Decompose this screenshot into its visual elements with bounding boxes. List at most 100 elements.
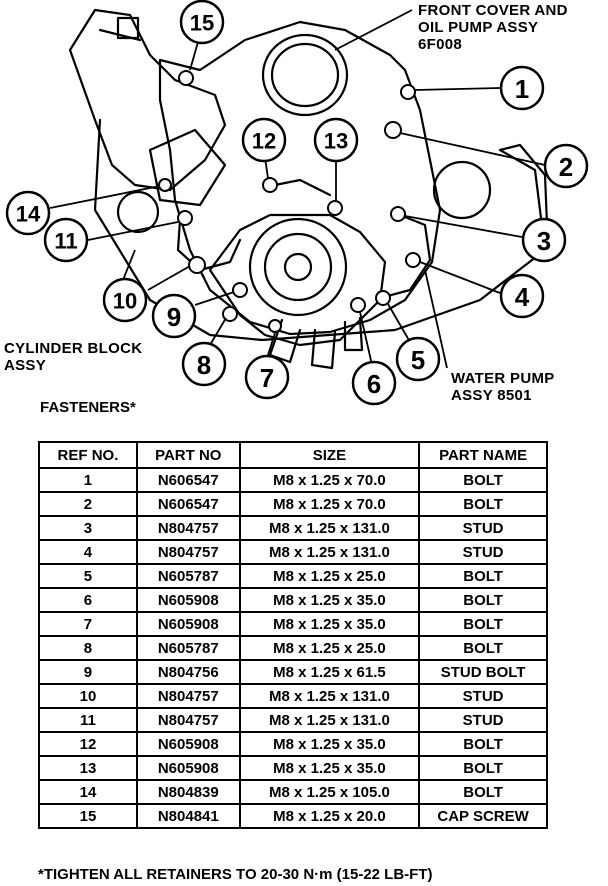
cell-part-name: BOLT: [418, 587, 548, 613]
cell-part-name: STUD: [418, 539, 548, 565]
cell-size: M8 x 1.25 x 131.0: [238, 683, 421, 709]
leader-4: [419, 261, 501, 294]
water-pump-label-line-1: WATER PUMP: [451, 370, 555, 387]
bolt-hole-14: [158, 178, 172, 192]
cylinder-block-label: CYLINDER BLOCK ASSY: [4, 340, 142, 374]
water-pump-center: [283, 252, 313, 282]
cell-part-name: BOLT: [418, 563, 548, 589]
front-cover-outline: [158, 20, 442, 336]
callout-circle-12: [241, 117, 287, 163]
callout-number-11: 11: [54, 229, 77, 254]
cell-size: M8 x 1.25 x 25.0: [238, 635, 421, 661]
cell-size: M8 x 1.25 x 131.0: [238, 539, 421, 565]
bolt-hole-7: [268, 319, 282, 333]
cell-part-no: N804756: [135, 659, 241, 685]
bolt-hole-8: [222, 306, 238, 322]
right-block-bore: [432, 160, 492, 220]
callout-number-8: 8: [197, 350, 211, 380]
callout-number-5: 5: [411, 345, 425, 375]
cell-part-name: STUD: [418, 707, 548, 733]
left-block-bore: [116, 190, 160, 234]
leader-14: [49, 185, 161, 209]
leader-2: [399, 132, 546, 166]
bolt-hole-11: [177, 210, 193, 226]
callout-number-7: 7: [260, 363, 274, 393]
bolt-hole-9: [232, 282, 248, 298]
bolt-hole-10: [188, 256, 206, 274]
cell-part-name: STUD: [418, 683, 548, 709]
front-cover-label-line-2: OIL PUMP ASSY: [418, 19, 539, 36]
header-ref-no: REF NO.: [38, 441, 138, 469]
bolt-hole-4: [405, 252, 421, 268]
header-part-no: PART NO: [135, 441, 241, 469]
cylinder-block-outline: [93, 118, 547, 342]
leader-front-cover: [334, 9, 413, 51]
coolant-passage-left: [176, 218, 242, 272]
cover-rib: [273, 178, 332, 197]
leader-11: [87, 221, 179, 241]
fasteners-title: FASTENERS*: [40, 399, 136, 416]
callout-number-10: 10: [113, 289, 137, 314]
cell-ref-no: 10: [38, 683, 138, 709]
cell-part-name: BOLT: [418, 467, 548, 493]
cell-part-name: BOLT: [418, 731, 548, 757]
water-pump-pulley-hub: [248, 217, 348, 317]
cell-part-name: BOLT: [418, 491, 548, 517]
cell-ref-no: 11: [38, 707, 138, 733]
cell-part-name: BOLT: [418, 755, 548, 781]
cell-part-no: N606547: [135, 491, 241, 517]
cell-ref-no: 7: [38, 611, 138, 637]
callout-circle-6: [351, 360, 397, 406]
engine-front-cover-diagram: 1 2 3 4 5 6 7 8 9 10 11 12 13 14 15: [5, 0, 589, 406]
cell-ref-no: 3: [38, 515, 138, 541]
cell-ref-no: 2: [38, 491, 138, 517]
callout-circle-15: [179, 0, 225, 45]
callout-number-13: 13: [324, 129, 348, 154]
cell-ref-no: 9: [38, 659, 138, 685]
table-header-row: REF NO. PART NO SIZE PART NAME: [38, 441, 548, 469]
callout-circle-3: [521, 217, 567, 263]
cell-size: M8 x 1.25 x 105.0: [238, 779, 421, 805]
coolant-passage-right: [378, 213, 432, 300]
cell-part-no: N605908: [135, 755, 241, 781]
callout-number-4: 4: [515, 282, 530, 312]
leader-water-pump: [424, 269, 448, 369]
oil-pump-housing: [68, 8, 227, 192]
bolt-hole-15: [178, 70, 194, 86]
cylinder-block-right: [498, 143, 550, 252]
cell-ref-no: 5: [38, 563, 138, 589]
cell-size: M8 x 1.25 x 35.0: [238, 587, 421, 613]
callout-number-3: 3: [537, 226, 551, 256]
callout-number-12: 12: [252, 129, 276, 154]
cell-ref-no: 8: [38, 635, 138, 661]
callout-number-2: 2: [559, 152, 573, 182]
bolt-hole-6: [350, 297, 366, 313]
bolt-hole-12: [262, 177, 278, 193]
callout-circle-1: [499, 65, 545, 111]
cell-part-name: BOLT: [418, 611, 548, 637]
callout-number-14: 14: [16, 202, 41, 227]
callout-circle-8: [181, 341, 227, 387]
housing-boss: [116, 16, 140, 40]
cell-size: M8 x 1.25 x 25.0: [238, 563, 421, 589]
cell-size: M8 x 1.25 x 20.0: [238, 803, 421, 829]
front-cover-label-line-1: FRONT COVER AND: [418, 2, 568, 19]
leader-7: [267, 332, 276, 356]
cell-ref-no: 1: [38, 467, 138, 493]
callout-number-9: 9: [167, 302, 181, 332]
leader-15: [189, 41, 199, 71]
leader-3: [404, 215, 523, 238]
cell-part-no: N804757: [135, 515, 241, 541]
cell-part-name: STUD BOLT: [418, 659, 548, 685]
water-pump-hub-ring: [263, 232, 333, 302]
header-part-name: PART NAME: [418, 441, 548, 469]
cell-ref-no: 6: [38, 587, 138, 613]
header-size: SIZE: [238, 441, 421, 469]
